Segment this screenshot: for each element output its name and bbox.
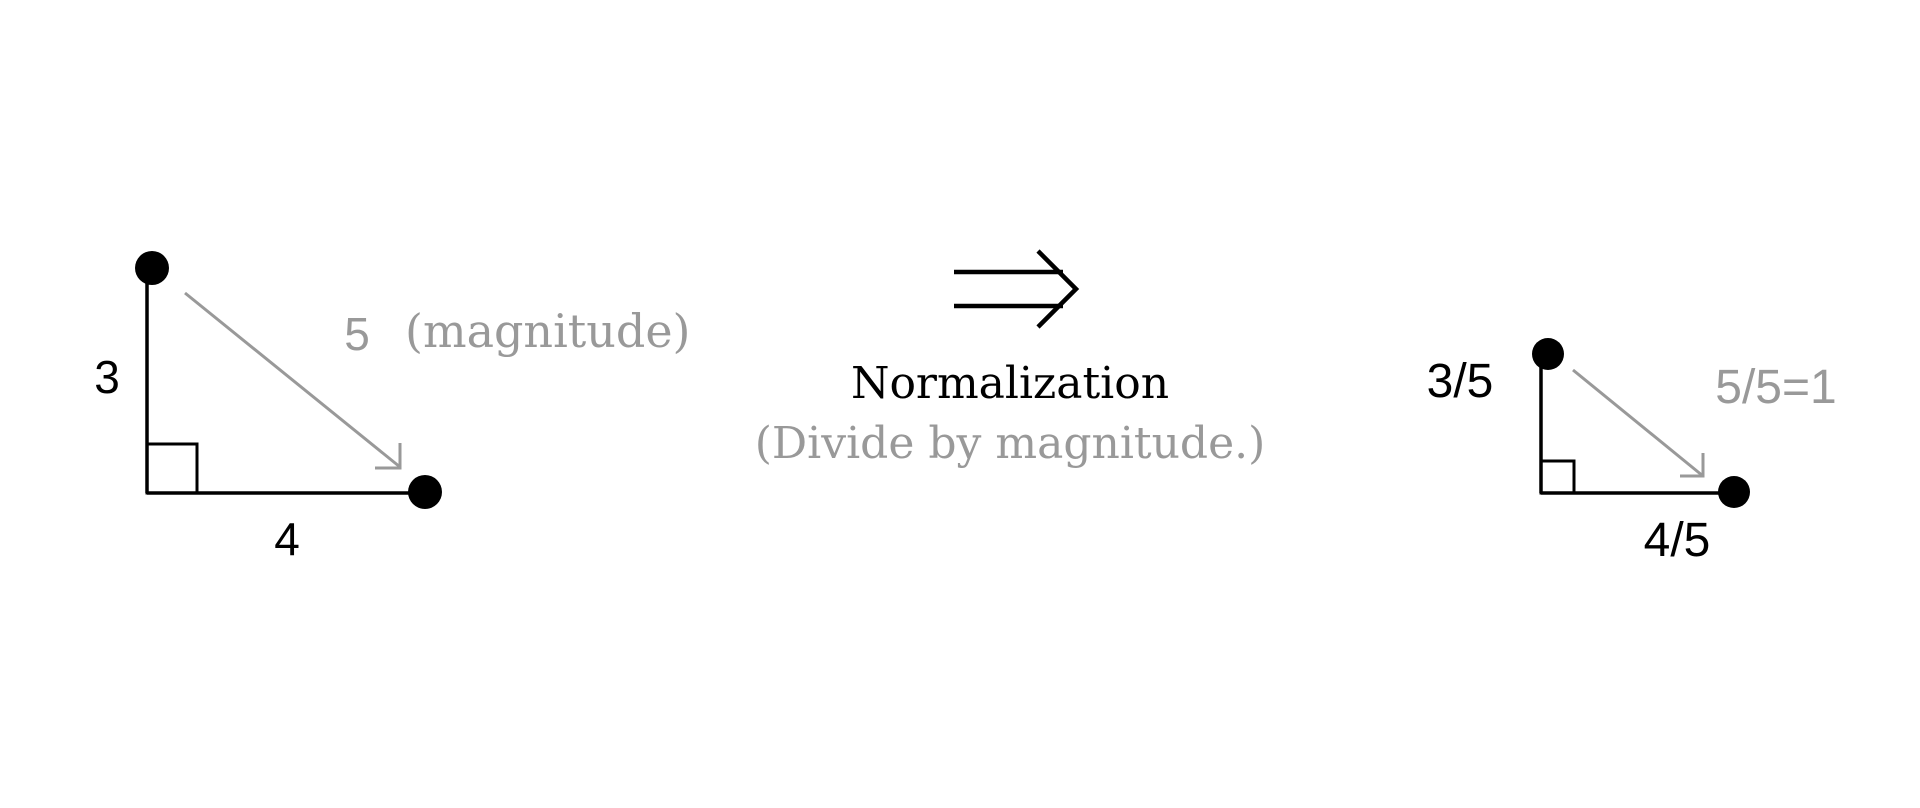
left-hypotenuse-arrow-line <box>184 291 401 469</box>
right-right-angle-marker <box>1539 459 1576 495</box>
left-horizontal-label: 4 <box>274 513 300 565</box>
right-right-vertex-dot <box>1718 476 1750 508</box>
left-hypotenuse-note: (magnitude) <box>405 304 691 358</box>
right-hypotenuse-arrow-line <box>1572 368 1704 478</box>
transform-arrow: Normalization (Divide by magnitude.) <box>755 249 1266 469</box>
left-hypotenuse-arrowhead <box>375 443 402 470</box>
right-hypotenuse-arrowhead <box>1680 453 1705 478</box>
left-right-vertex-dot <box>408 475 442 509</box>
right-vertical-label: 3/5 <box>1427 355 1494 408</box>
left-hypotenuse-value: 5 <box>344 308 370 360</box>
right-hypotenuse-label: 5/5=1 <box>1715 361 1836 414</box>
left-top-vertex-dot <box>135 251 169 285</box>
transform-title: Normalization <box>851 358 1169 409</box>
left-vertical-label: 3 <box>94 351 120 403</box>
left-triangle: 3 4 5 (magnitude) <box>94 251 691 565</box>
double-right-arrow-icon <box>954 249 1080 329</box>
right-horizontal-label: 4/5 <box>1644 514 1711 567</box>
left-right-angle-marker <box>145 442 199 495</box>
transform-subtitle: (Divide by magnitude.) <box>755 418 1266 469</box>
right-triangle: 3/5 4/5 5/5=1 <box>1427 338 1837 567</box>
right-top-vertex-dot <box>1532 338 1564 370</box>
